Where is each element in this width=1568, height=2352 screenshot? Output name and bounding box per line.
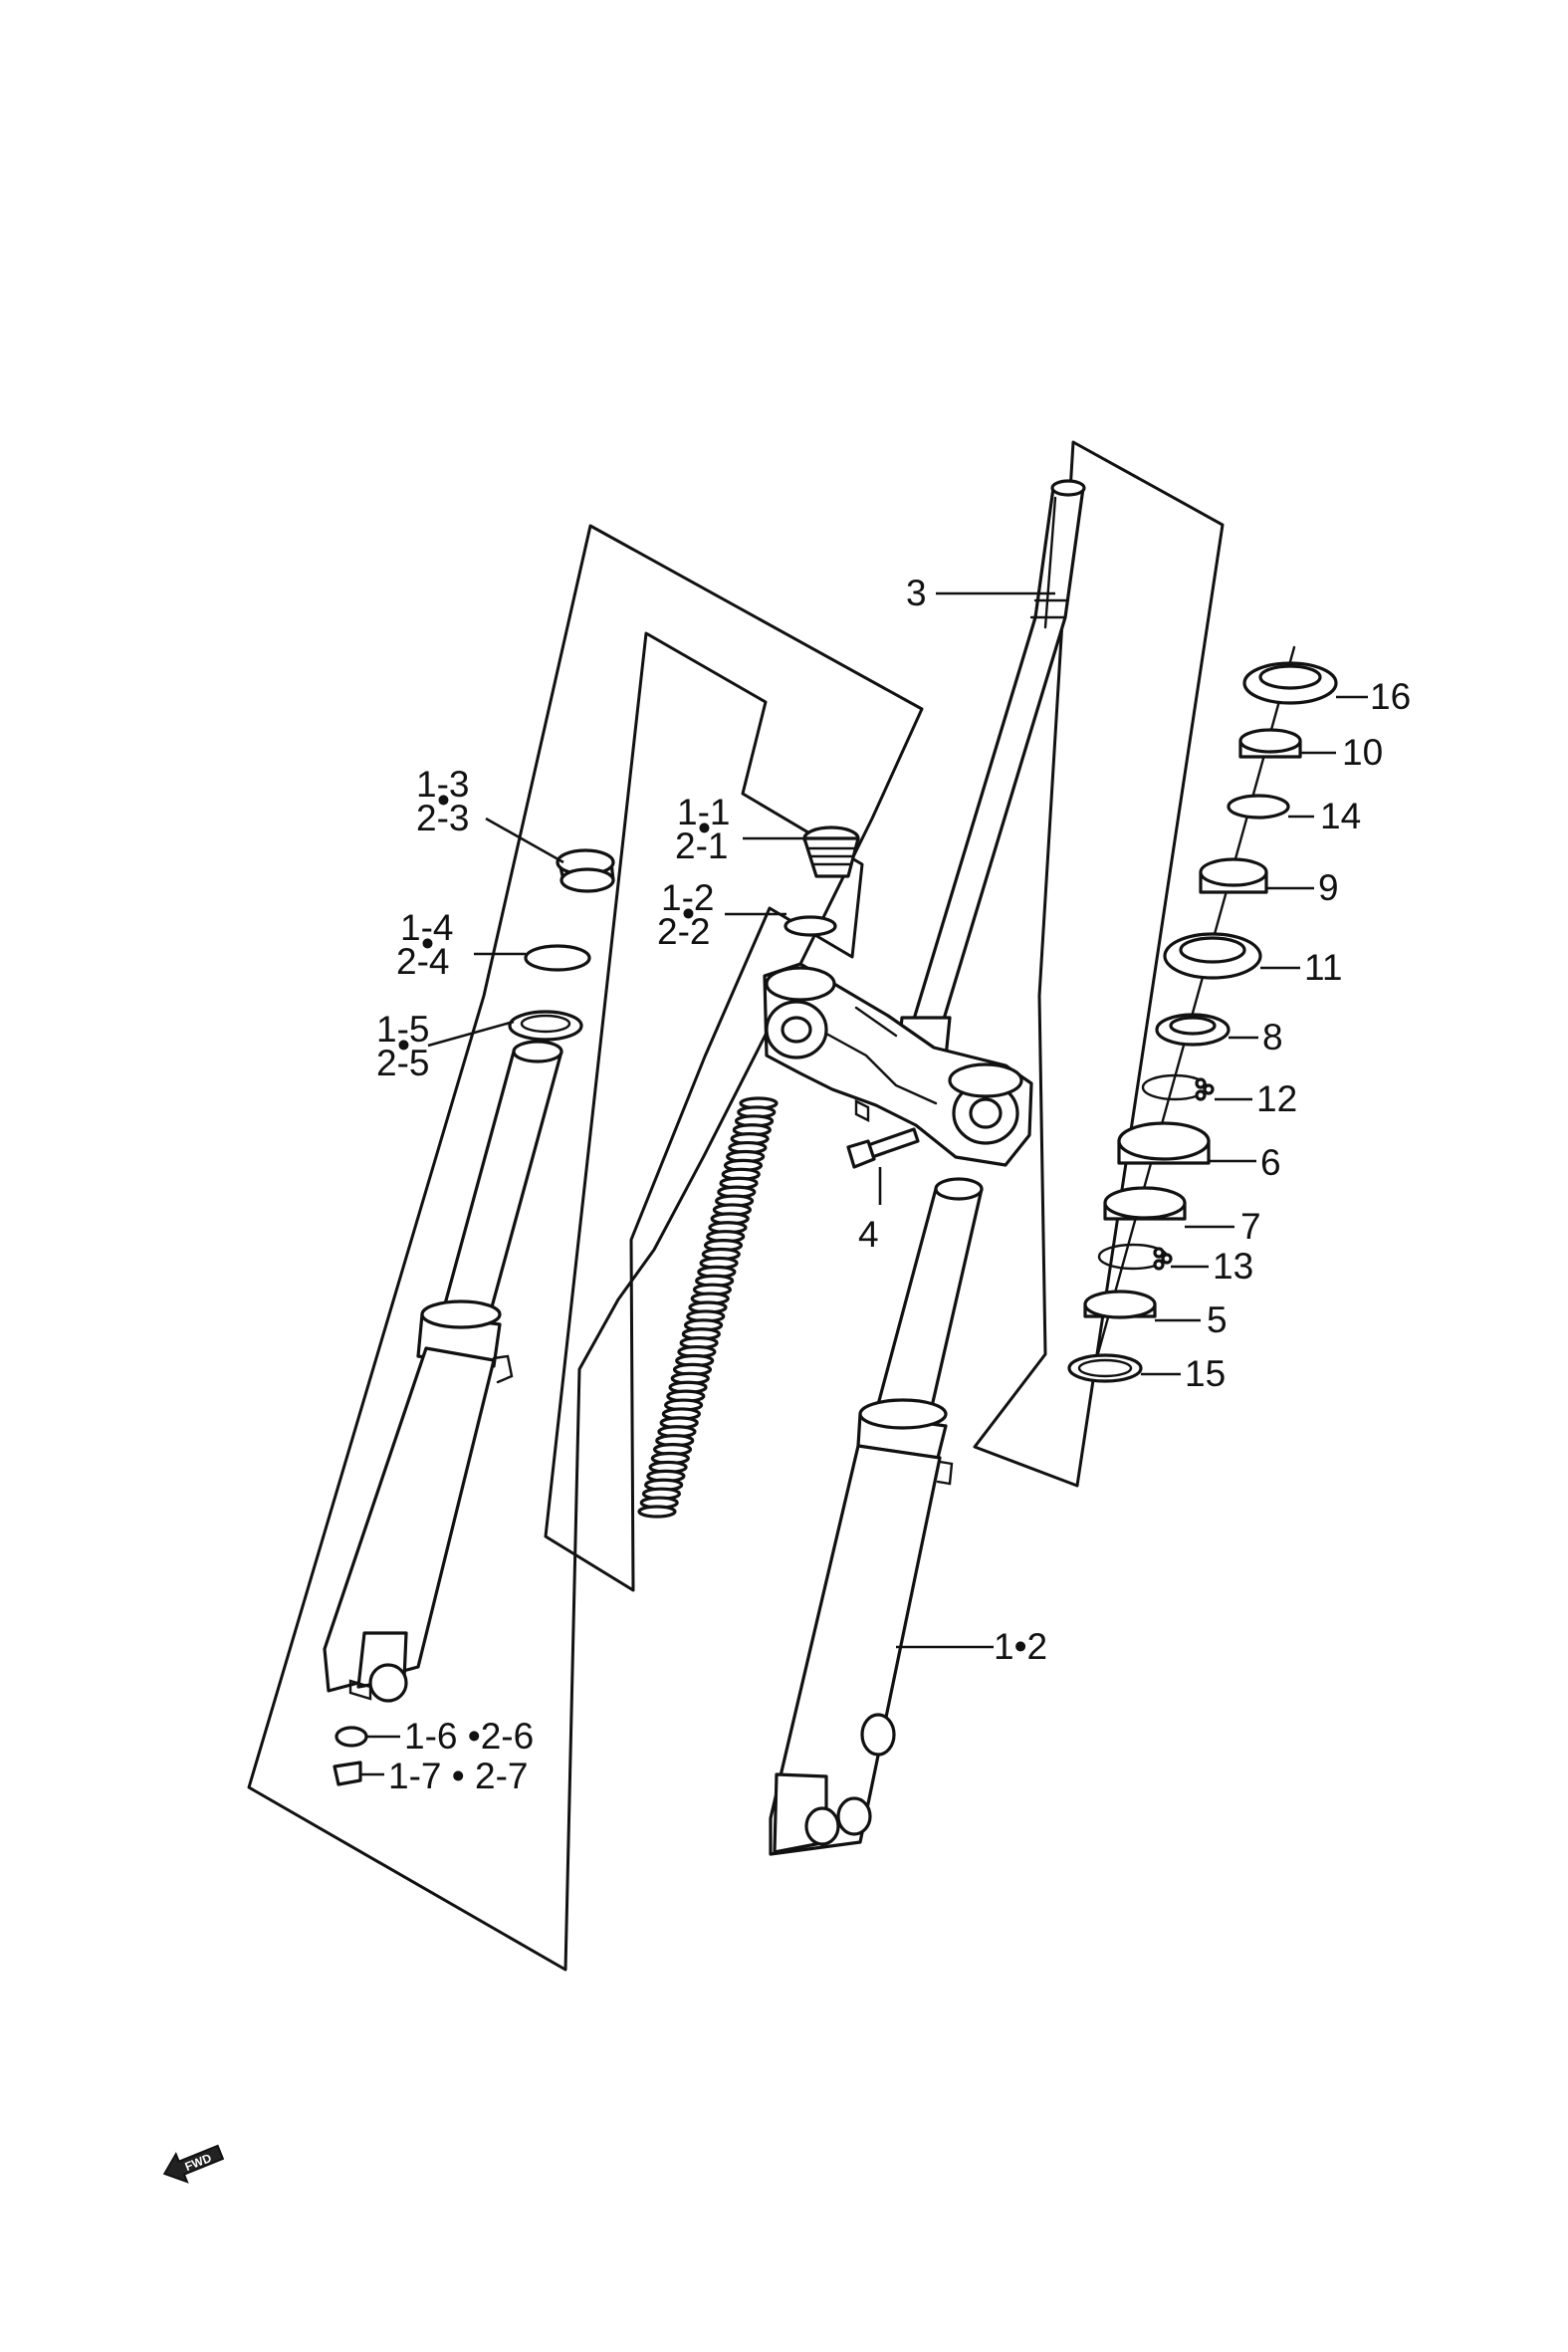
label-12: 12 [1256, 1078, 1297, 1119]
race-8 [1155, 1013, 1231, 1047]
callout-labels: 3 1-3 • 2-3 1-4 • 2-4 1-5 • 2-5 1-1 • 2-… [376, 573, 1411, 1796]
label-2-1: 2-1 [675, 825, 728, 866]
label-2-3: 2-3 [416, 798, 469, 838]
fork-cap-1-3 [556, 848, 615, 893]
label-2-4: 2-4 [396, 941, 449, 982]
race-11 [1163, 932, 1262, 980]
race-7 [1103, 1186, 1187, 1221]
label-1-5: 1-5 [376, 1009, 429, 1050]
leader-lines [360, 591, 1368, 1776]
steering-group-frame [973, 440, 1225, 1488]
steering-stem [896, 479, 1086, 1059]
label-2-2: 2-2 [657, 911, 710, 952]
spring-coil [637, 1505, 677, 1519]
label-1-2: 1-2 [661, 877, 714, 918]
washer-1-6 [335, 1726, 368, 1748]
spring-group-frame [544, 631, 864, 1592]
bearing-stack [1067, 645, 1338, 1383]
label-15: 15 [1185, 1353, 1226, 1394]
label-14: 14 [1320, 796, 1361, 836]
label-1-7-2-7: 1-7 • 2-7 [388, 1756, 529, 1796]
fork-spring [637, 1096, 779, 1519]
outer-fork-group-frame [247, 524, 924, 1972]
race-5 [1083, 1290, 1157, 1319]
label-1-4: 1-4 [400, 907, 453, 948]
label-dot-1-2: • [682, 893, 695, 934]
right-fork-assembly [769, 1177, 984, 1856]
label-1x2: 1•2 [994, 1626, 1047, 1667]
bolt-1-7 [333, 1761, 362, 1786]
label-16: 16 [1370, 676, 1411, 717]
label-6: 6 [1260, 1142, 1281, 1183]
nut-9 [1199, 857, 1268, 894]
label-8: 8 [1262, 1017, 1283, 1058]
left-fork-assembly [323, 848, 615, 1786]
label-dot-1-5: • [397, 1025, 410, 1065]
label-dot-1-4: • [421, 923, 434, 964]
oring-1-4 [524, 944, 591, 972]
bracket-bolt [846, 1127, 920, 1169]
label-7: 7 [1240, 1206, 1261, 1247]
lower-bracket [763, 962, 1033, 1167]
label-1-1: 1-1 [677, 792, 730, 832]
locknut-10 [1238, 728, 1302, 759]
label-2-5: 2-5 [376, 1043, 429, 1083]
label-dot-1-1: • [698, 808, 711, 848]
label-5: 5 [1207, 1299, 1228, 1340]
label-10: 10 [1342, 732, 1383, 773]
race-6 [1117, 1121, 1211, 1165]
oring-1-2 [784, 915, 837, 937]
dust-seal-16 [1242, 661, 1338, 705]
label-4: 4 [858, 1214, 879, 1255]
label-11: 11 [1304, 947, 1342, 988]
label-9: 9 [1318, 867, 1339, 908]
fwd-label: FWD [183, 2151, 214, 2174]
label-1-6-2-6: 1-6 •2-6 [404, 1716, 534, 1757]
label-1-3: 1-3 [416, 764, 469, 805]
washer-14 [1227, 794, 1290, 820]
label-3: 3 [906, 573, 927, 613]
cap-bolt-1-1 [802, 825, 860, 878]
fwd-arrow-icon: FWD [162, 2144, 225, 2184]
label-dot-1-3: • [437, 780, 450, 821]
label-13: 13 [1213, 1246, 1253, 1287]
